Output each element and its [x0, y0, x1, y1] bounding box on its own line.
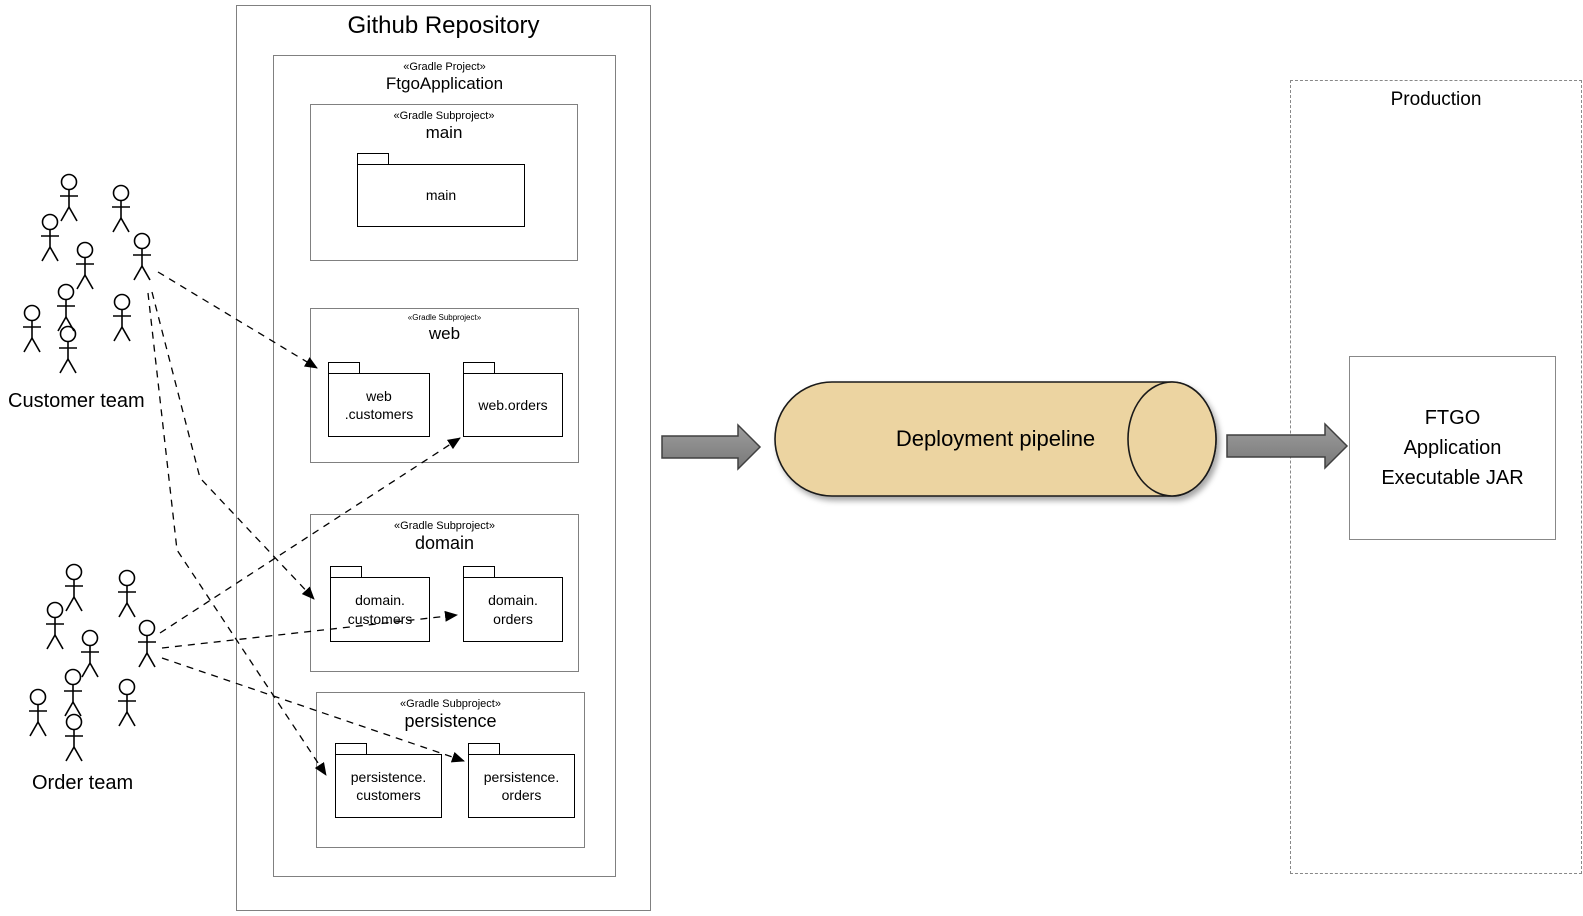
folder-persistence-customers: persistence. customers	[334, 743, 442, 818]
subproject-web-stereotype: «Gradle Subproject»	[407, 313, 482, 322]
subproject-main-stereotype: «Gradle Subproject»	[393, 110, 495, 122]
subproject-persistence-stereotype: «Gradle Subproject»	[400, 698, 501, 710]
folder-web-customers: web .customers	[327, 362, 430, 437]
ftgo-executable-jar-box: FTGO Application Executable JAR	[1349, 356, 1556, 540]
folder-persistence-orders: persistence. orders	[467, 743, 575, 818]
production-title: Production	[1390, 89, 1482, 110]
customer-team-figures	[22, 173, 152, 374]
subproject-main-name: main	[425, 123, 463, 143]
folder-main: main	[356, 153, 525, 227]
production-box: Production	[1290, 80, 1582, 874]
deployment-pipeline-label: Deployment pipeline	[895, 426, 1096, 451]
customer-team-label: Customer team	[8, 390, 145, 412]
ftgo-application-stereotype: «Gradle Project»	[403, 61, 486, 73]
ftgo-application-name: FtgoApplication	[385, 74, 504, 94]
folder-domain-orders: domain. orders	[462, 566, 563, 642]
subproject-web-name: web	[428, 323, 461, 343]
folder-web-orders: web.orders	[462, 362, 563, 437]
subproject-domain-stereotype: «Gradle Subproject»	[394, 520, 495, 532]
order-team-figures	[28, 563, 157, 762]
github-repository-title: Github Repository	[347, 12, 540, 39]
order-team-label: Order team	[32, 772, 134, 794]
subproject-domain-name: domain	[414, 533, 475, 554]
folder-domain-customers: domain. customers	[329, 566, 430, 642]
flow-arrow-left	[661, 423, 762, 471]
subproject-persistence-name: persistence	[404, 711, 497, 732]
